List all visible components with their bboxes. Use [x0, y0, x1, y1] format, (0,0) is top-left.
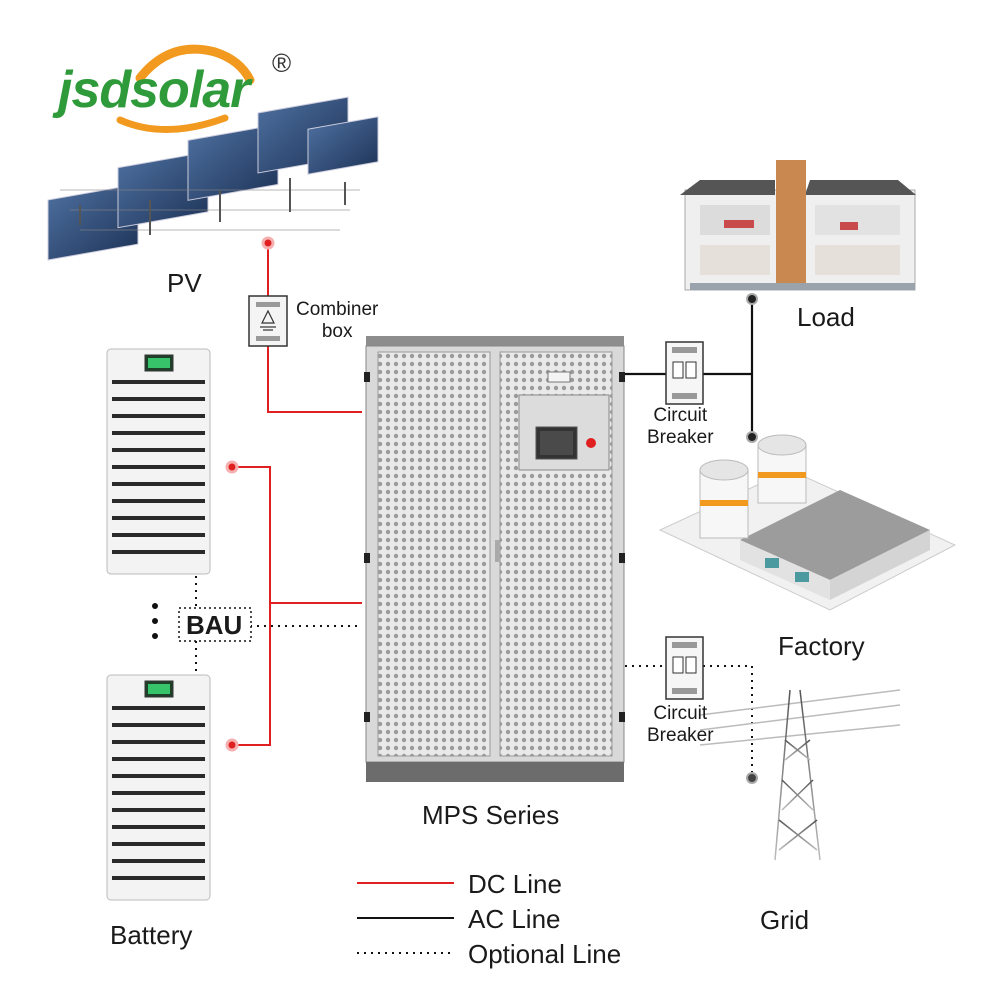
mps-cabinet [364, 336, 625, 782]
combiner-box-label: Combiner box [296, 299, 379, 342]
legend-optional-line: Optional Line [468, 939, 622, 969]
house-icon [680, 160, 916, 291]
circuit-breaker-2-label: Circuit Breaker [647, 703, 714, 746]
factory-icon [658, 434, 957, 611]
ellipsis-dots [152, 603, 158, 639]
grid-tower-icon [699, 689, 901, 861]
circuit-breaker-2-icon [665, 636, 704, 700]
grid-terminal [746, 772, 758, 784]
ac-lines [625, 299, 754, 437]
optional-lines [195, 576, 753, 778]
battery-label: Battery [110, 920, 193, 950]
grid-label: Grid [760, 905, 810, 935]
registered-mark: ® [272, 48, 292, 78]
logo-swoosh [116, 44, 255, 134]
battery-stack-top [106, 348, 211, 575]
circuit-breaker-1-icon [665, 341, 704, 405]
bau-box [178, 607, 252, 642]
brand-name: jsdsolar [58, 61, 250, 119]
legend-ac-line: AC Line [468, 904, 561, 934]
factory-label: Factory [778, 631, 865, 661]
circuit-breaker-1-label: Circuit Breaker [647, 405, 714, 448]
load-label: Load [797, 302, 855, 332]
ac-terminals [746, 293, 758, 443]
legend-dc-line: DC Line [468, 869, 562, 899]
mps-series-label: MPS Series [422, 800, 560, 830]
legend-swatches [357, 882, 454, 954]
dc-lines [232, 243, 362, 746]
dc-terminals [225, 236, 275, 752]
brand-logo: jsdsolar ® [58, 42, 318, 142]
battery-stack-bottom [106, 674, 211, 901]
pv-label: PV [167, 268, 202, 298]
combiner-box-icon [248, 295, 288, 347]
bau-label: BAU [186, 610, 243, 640]
pv-array-icon [47, 96, 379, 261]
